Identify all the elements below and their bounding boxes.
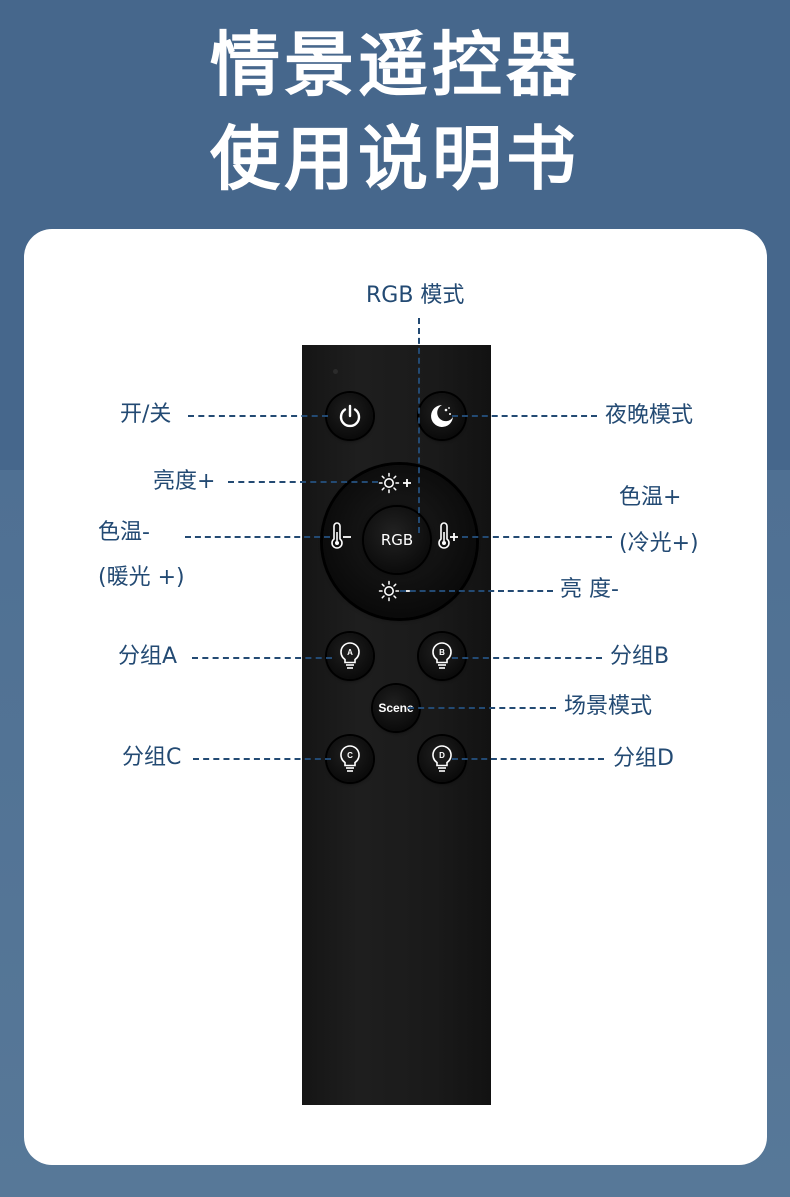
bulb-c-icon: C	[340, 745, 360, 772]
group-d-letter: D	[439, 751, 445, 760]
rgb-mode-callout-line	[418, 318, 420, 533]
bulb-a-icon: A	[340, 642, 360, 669]
group-b-label: 分组B	[610, 644, 670, 669]
group-c-button[interactable]: C	[327, 736, 373, 782]
color-temp-down-button[interactable]	[327, 522, 355, 556]
bulb-d-icon: D	[432, 745, 452, 772]
color-temp-up-callout-line	[462, 536, 612, 538]
night-mode-callout-line	[452, 415, 597, 417]
sun-plus-icon	[378, 472, 411, 494]
scene-button-label: Scene	[378, 701, 414, 715]
power-button[interactable]	[327, 393, 373, 439]
brightness-up-callout-line	[228, 481, 378, 483]
color-temp-up-label: 色温+	[619, 485, 682, 510]
group-c-letter: C	[347, 751, 353, 760]
color-temp-down-label: 色温-	[98, 520, 150, 545]
power-callout-line	[188, 415, 328, 417]
brightness-up-label: 亮度+	[153, 469, 216, 494]
power-label: 开/关	[120, 402, 172, 427]
brightness-down-label: 亮 度-	[560, 577, 619, 602]
thermometer-minus-icon	[331, 522, 351, 549]
color-temp-up-note: (冷光+)	[619, 531, 699, 556]
thermometer-plus-icon	[438, 522, 458, 549]
scene-mode-label: 场景模式	[564, 694, 653, 719]
group-a-label: 分组A	[118, 644, 178, 669]
rgb-button[interactable]: RGB	[364, 507, 430, 573]
brightness-down-button[interactable]	[378, 580, 416, 606]
ir-emitter-dot	[333, 369, 338, 374]
color-temp-up-button[interactable]	[436, 522, 464, 556]
group-b-button[interactable]: B	[419, 633, 465, 679]
color-temp-down-callout-line	[185, 536, 330, 538]
page-title-line2: 使用说明书	[210, 118, 580, 200]
brightness-down-callout-line	[400, 590, 553, 592]
group-a-letter: A	[347, 648, 353, 657]
power-icon	[339, 404, 361, 428]
group-b-callout-line	[452, 657, 602, 659]
group-c-callout-line	[193, 758, 331, 760]
group-a-callout-line	[192, 657, 332, 659]
group-a-button[interactable]: A	[327, 633, 373, 679]
night-mode-label: 夜晚模式	[605, 403, 694, 428]
group-d-callout-line	[452, 758, 604, 760]
group-b-letter: B	[439, 648, 445, 657]
page-title-line1: 情景遥控器	[210, 24, 580, 106]
brightness-up-button[interactable]	[378, 472, 416, 498]
rgb-mode-label: RGB 模式	[366, 283, 465, 308]
bulb-b-icon: B	[432, 642, 452, 669]
group-c-label: 分组C	[122, 745, 182, 770]
group-d-label: 分组D	[613, 746, 674, 771]
scene-mode-callout-line	[408, 707, 556, 709]
color-temp-down-note: (暖光 +)	[98, 565, 185, 590]
moon-icon	[431, 405, 453, 427]
